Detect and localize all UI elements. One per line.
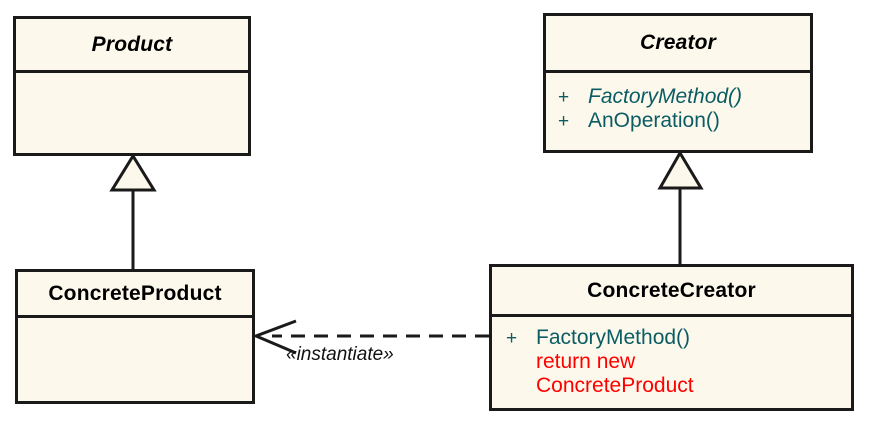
dependency-concretecreator-to-concreteproduct[interactable] bbox=[251, 319, 489, 355]
member-visibility: + bbox=[558, 87, 570, 108]
relationship-label-instantiate: «instantiate» bbox=[286, 344, 394, 365]
members-compartment: + FactoryMethod() return new ConcretePro… bbox=[492, 317, 851, 408]
member-visibility: + bbox=[506, 328, 518, 349]
members-compartment bbox=[16, 73, 248, 153]
note-line-concreteproduct: ConcreteProduct bbox=[536, 373, 694, 397]
member-row: + FactoryMethod() bbox=[506, 326, 851, 350]
name-compartment: Creator bbox=[546, 16, 810, 73]
dependency-open-arrowhead bbox=[251, 319, 297, 355]
members-compartment bbox=[18, 318, 252, 401]
class-name-concretecreator: ConcreteCreator bbox=[587, 278, 756, 302]
member-signature-factorymethod: FactoryMethod() bbox=[536, 326, 691, 349]
name-compartment: ConcreteCreator bbox=[492, 267, 851, 317]
uml-class-concreteproduct[interactable]: ConcreteProduct bbox=[15, 269, 255, 404]
member-visibility: + bbox=[558, 110, 570, 132]
member-note-block: return new ConcreteProduct bbox=[506, 350, 851, 398]
name-compartment: ConcreteProduct bbox=[18, 272, 252, 318]
member-row: + AnOperation() bbox=[558, 109, 810, 133]
class-name-product: Product bbox=[91, 32, 173, 56]
name-compartment: Product bbox=[16, 19, 248, 73]
member-signature-factorymethod: FactoryMethod() bbox=[588, 85, 743, 108]
member-row: + FactoryMethod() bbox=[558, 85, 810, 109]
member-signature-anoperation: AnOperation() bbox=[588, 108, 720, 132]
uml-class-creator[interactable]: Creator + FactoryMethod() + AnOperation(… bbox=[543, 13, 813, 153]
note-line-return-new: return new bbox=[536, 349, 636, 373]
uml-class-concretecreator[interactable]: ConcreteCreator + FactoryMethod() return… bbox=[489, 264, 854, 411]
members-compartment: + FactoryMethod() + AnOperation() bbox=[546, 73, 810, 150]
generalization-triangle bbox=[109, 153, 157, 192]
class-name-creator: Creator bbox=[639, 31, 717, 54]
class-name-concreteproduct: ConcreteProduct bbox=[48, 281, 222, 305]
uml-class-product[interactable]: Product bbox=[13, 16, 251, 156]
generalization-concreteproduct-to-product[interactable] bbox=[109, 153, 157, 270]
generalization-concretecreator-to-creator[interactable] bbox=[657, 150, 704, 265]
generalization-triangle bbox=[657, 150, 704, 190]
